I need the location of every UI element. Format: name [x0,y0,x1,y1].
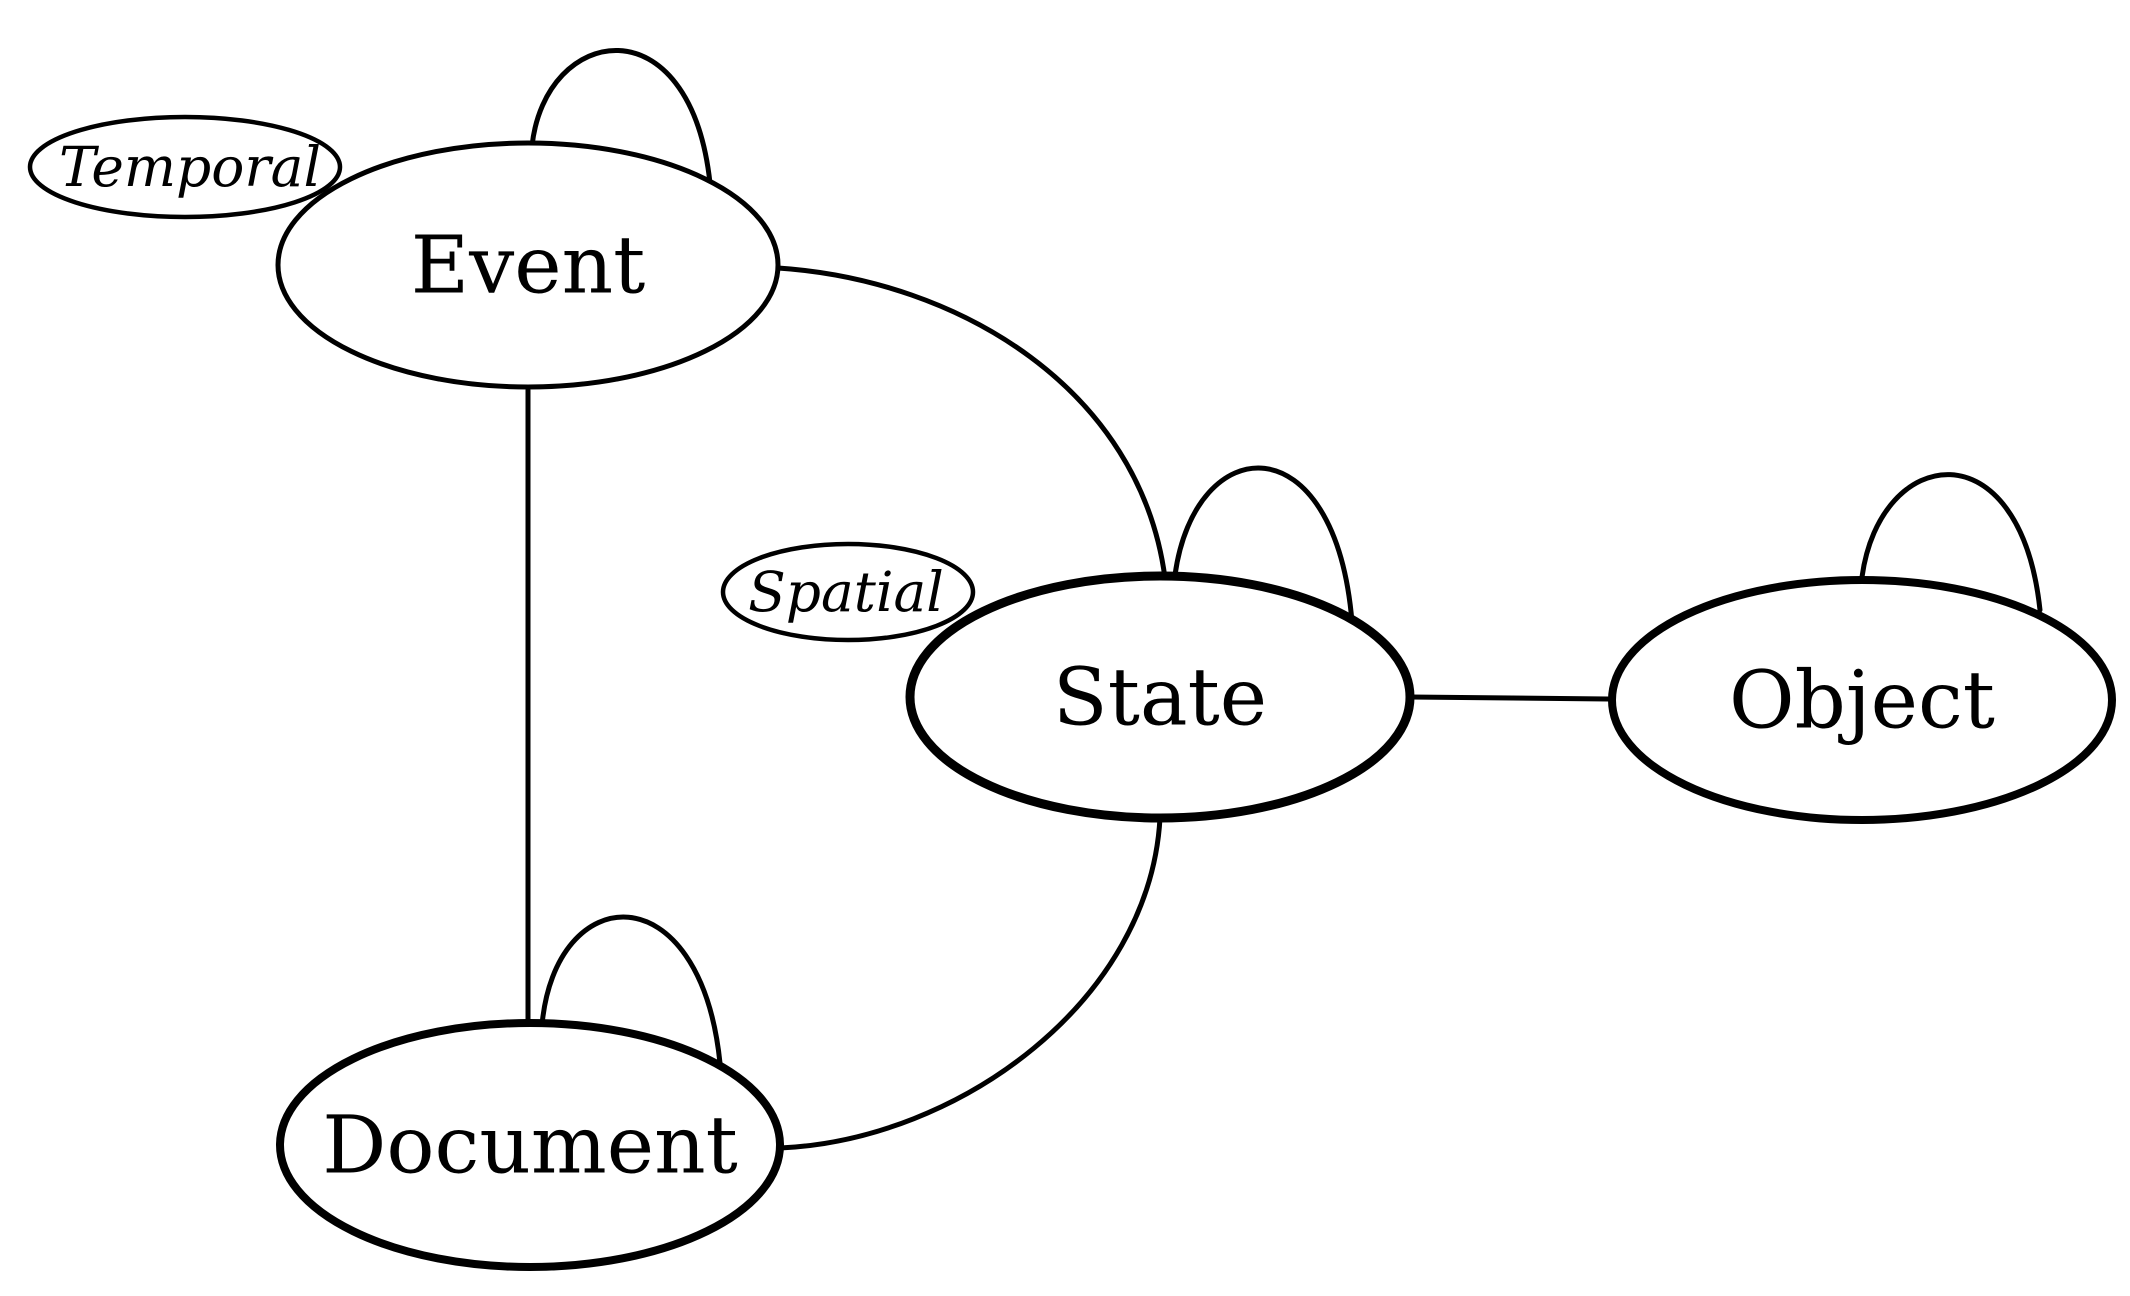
edges [525,265,1611,1151]
node-object-shape [1608,576,2116,824]
tag-temporal-shape [27,114,343,220]
node-event-shape [275,140,781,390]
node-object: Object [1608,576,2116,824]
tag-temporal-label: Temporal [59,135,321,199]
tag-spatial-shape [720,541,976,643]
node-state-shape [905,571,1415,823]
node-state: State [905,571,1415,823]
node-object-label: Object [1729,654,1995,747]
self-loops [529,48,2043,1066]
self-loop-document [539,914,723,1066]
self-loop-event [529,48,713,186]
node-state-label: State [1053,651,1267,744]
edge-state-document [777,815,1163,1151]
node-document-label: Document [322,1099,738,1192]
node-event: Event [275,140,781,390]
self-loop-state [1172,465,1355,625]
node-event-label: Event [411,219,646,312]
edge-state-object [1407,694,1611,702]
tag-spatial-label: Spatial [748,560,944,624]
tag-spatial: Spatial [720,541,976,643]
node-document-shape [276,1019,784,1271]
tag-temporal: Temporal [27,114,343,220]
edge-event-state [775,265,1168,581]
self-loop-object [1859,472,2043,613]
node-document: Document [276,1019,784,1271]
